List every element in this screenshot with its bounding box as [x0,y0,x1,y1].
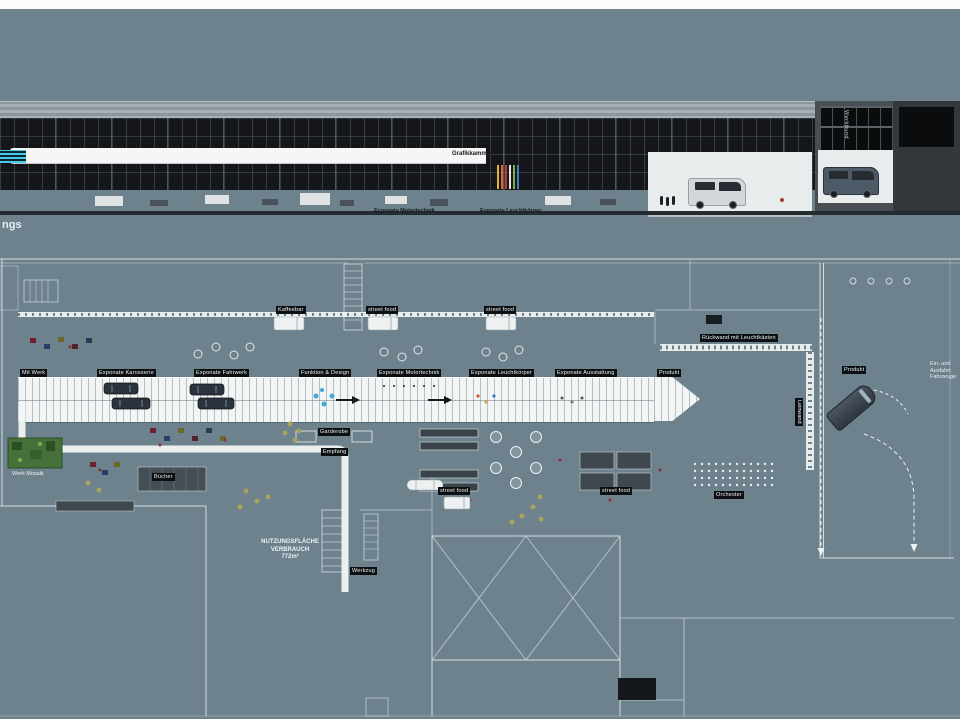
exhibit-block [385,196,407,204]
building-elevation [0,101,960,217]
street-food-containers [579,451,652,491]
furniture-layer [7,316,774,525]
food-truck-icon [485,316,517,331]
area-note-line: VERBRAUCH [270,546,310,553]
area-note-line: NUTZUNGSFLÄCHE [261,539,319,545]
food-truck-icon [443,496,471,510]
circulation-layer [18,318,918,592]
dark-column [893,101,960,214]
food-truck-icon [273,316,305,331]
white-hall [648,152,812,217]
van-side-icon [823,167,879,198]
cafe-tables [193,342,524,362]
top-white-strip [0,0,960,9]
band-exhibits-layer [103,382,584,410]
building-side-label: Werkbund [843,110,849,139]
car-top-icon [406,479,444,491]
entry-note-line: Ein- und [930,361,951,367]
tree-dots [85,421,544,525]
exhibit-block [205,195,229,204]
exhibit-block [430,199,448,206]
round-tables [490,431,542,489]
edge-caption: ngs [2,219,22,231]
person-icon [660,196,663,205]
right-hall [818,150,893,203]
area-note-line: 772m² [281,554,299,560]
window-band [820,106,893,150]
exhibit-block [95,196,123,206]
small-exhibit-dots [383,385,584,404]
figure-dot-icon [780,198,784,202]
stage-platform [55,500,135,512]
exhibit-block [262,199,278,205]
exhibit-block [300,193,330,205]
wardrobe-racks [295,430,373,443]
exhibit-block [150,200,168,206]
ground-floor [0,190,818,213]
exhibit-block [600,199,616,205]
flow-arrow-icon [336,396,452,404]
entry-note-line: Fahrzeuge [930,374,957,380]
car-top-icon [103,382,235,410]
entry-note-line: Ausfahrt [930,367,951,374]
leuchtkoerper-strips-icon [497,165,519,189]
right-building [815,101,960,214]
book-shelf [137,466,207,492]
food-truck-icon [367,316,399,331]
exhibit-block [545,196,571,205]
walls-layer [0,258,960,717]
screen-wall-label: Leinwand [795,398,803,426]
feature-walls-layer [18,312,814,700]
ground-line [0,211,960,215]
orchestra-seating-dots [690,461,774,487]
person-icon [672,196,675,205]
grafikkammer-label: Grafikkammer [452,151,493,157]
exhibit-cluster [30,337,226,475]
garden-patch [7,437,63,469]
blue-exhibit-dots [313,388,335,407]
van-side-icon [688,178,746,209]
grafikkammer-ribbon [10,148,486,164]
person-icon [666,197,669,206]
light-installation-icon [0,150,26,163]
exhibit-block [340,200,354,206]
